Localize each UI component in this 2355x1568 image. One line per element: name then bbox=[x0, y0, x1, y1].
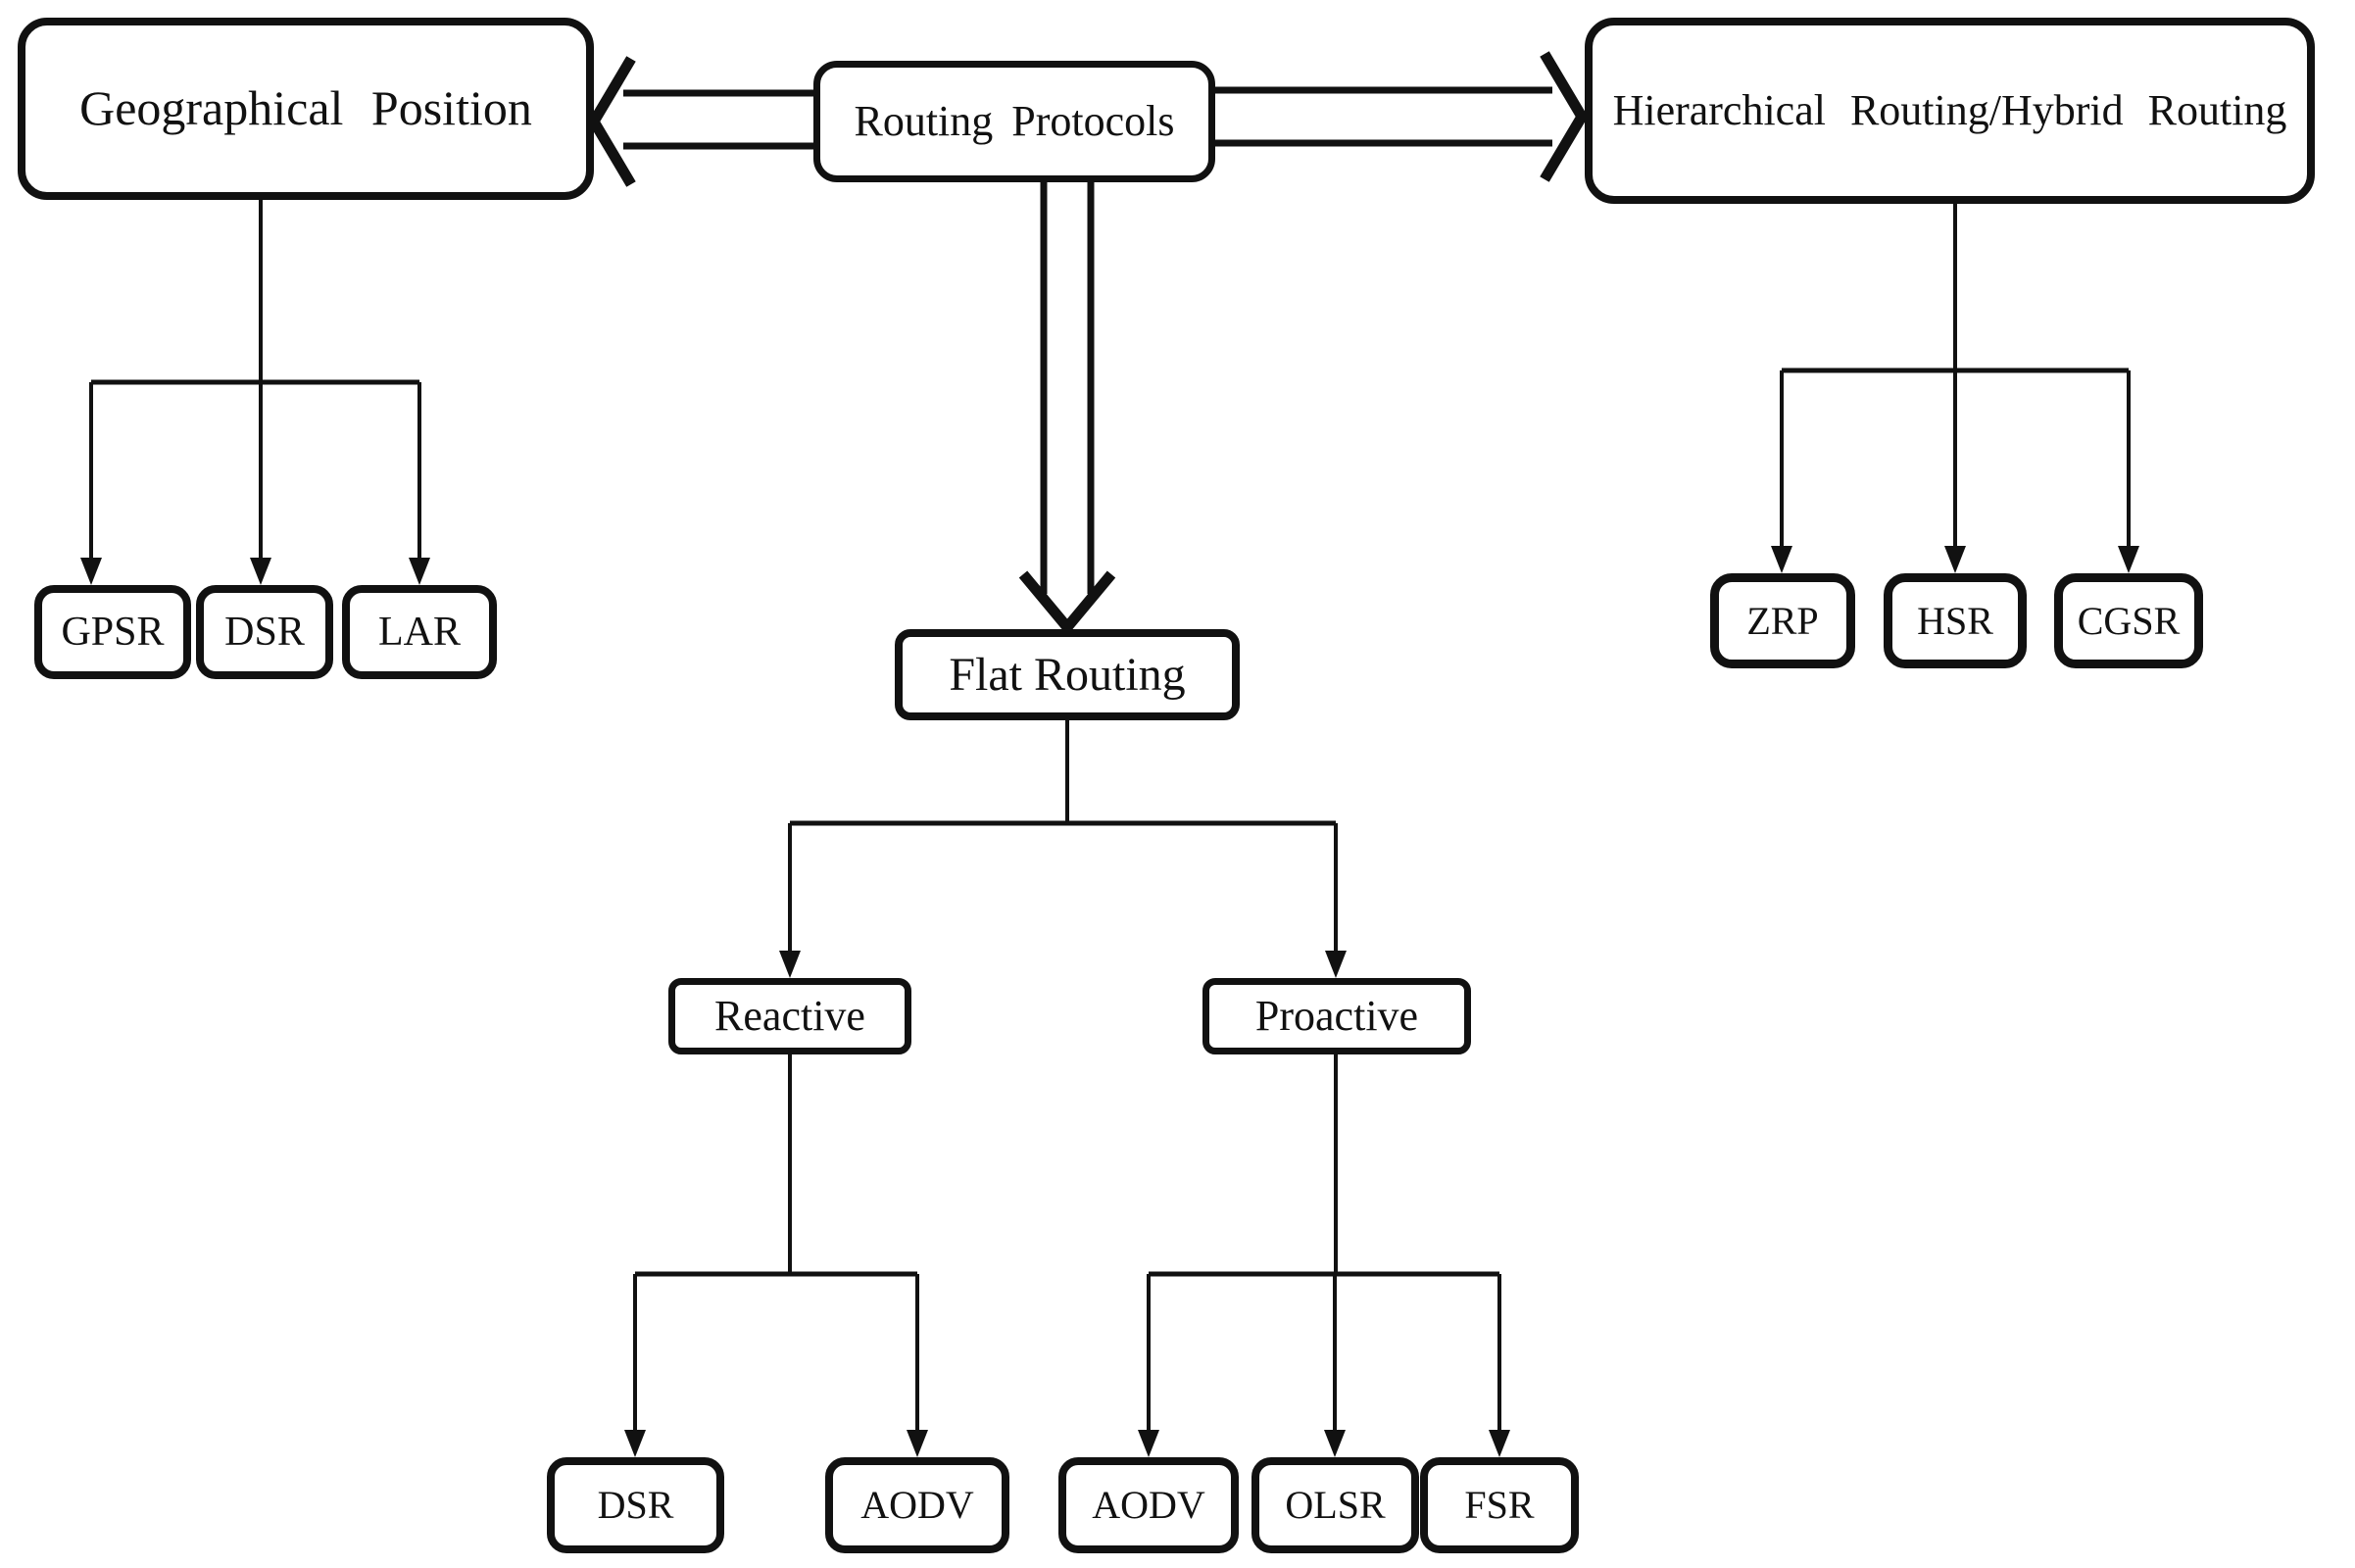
node-geographical-position: Geographical Position bbox=[18, 18, 594, 200]
arrowhead-aodv-reactive bbox=[907, 1430, 928, 1457]
block-arrow-right-head bbox=[1540, 51, 1589, 182]
arrowhead-proactive bbox=[1325, 951, 1347, 978]
node-aodv-reactive: AODV bbox=[825, 1457, 1009, 1553]
node-dsr-reactive: DSR bbox=[547, 1457, 724, 1553]
arrowhead-aodv-proactive bbox=[1138, 1430, 1159, 1457]
connector-flat-children bbox=[779, 720, 1347, 978]
arrowhead-reactive bbox=[779, 951, 801, 978]
arrowhead-fsr bbox=[1489, 1430, 1510, 1457]
block-arrow-root-to-flat bbox=[1018, 182, 1116, 636]
node-hierarchical-hybrid-routing: Hierarchical Routing/Hybrid Routing bbox=[1585, 18, 2315, 204]
node-routing-protocols: Routing Protocols bbox=[813, 61, 1215, 182]
node-gpsr: GPSR bbox=[34, 585, 191, 679]
node-cgsr: CGSR bbox=[2054, 573, 2203, 668]
block-arrow-down-head bbox=[1018, 570, 1116, 636]
node-proactive: Proactive bbox=[1202, 978, 1471, 1054]
arrowhead-cgsr bbox=[2118, 546, 2139, 573]
node-lar: LAR bbox=[342, 585, 497, 679]
node-fsr: FSR bbox=[1420, 1457, 1579, 1553]
arrowhead-dsr-geo bbox=[250, 558, 271, 585]
node-reactive: Reactive bbox=[668, 978, 911, 1054]
block-arrow-left-head bbox=[587, 56, 636, 187]
block-arrow-root-to-geographical bbox=[587, 56, 816, 187]
arrowhead-hsr bbox=[1944, 546, 1966, 573]
node-aodv-proactive: AODV bbox=[1058, 1457, 1239, 1553]
connector-reactive-children bbox=[624, 1054, 928, 1457]
node-zrp: ZRP bbox=[1710, 573, 1855, 668]
arrowhead-zrp bbox=[1771, 546, 1792, 573]
arrowhead-olsr bbox=[1324, 1430, 1346, 1457]
arrowhead-gpsr bbox=[80, 558, 102, 585]
node-olsr: OLSR bbox=[1251, 1457, 1419, 1553]
connector-geographical-children bbox=[80, 200, 430, 585]
node-hsr: HSR bbox=[1884, 573, 2027, 668]
node-flat-routing: Flat Routing bbox=[895, 629, 1240, 720]
connector-hierarchical-children bbox=[1771, 204, 2139, 573]
block-arrow-root-to-hierarchical bbox=[1213, 51, 1589, 182]
arrowhead-dsr-reactive bbox=[624, 1430, 646, 1457]
node-dsr-geographical: DSR bbox=[196, 585, 333, 679]
connector-proactive-children bbox=[1138, 1054, 1510, 1457]
arrowhead-lar bbox=[409, 558, 430, 585]
